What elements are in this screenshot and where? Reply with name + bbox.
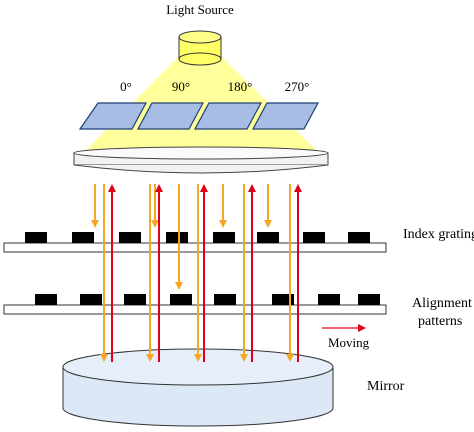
angle-label-270: 270° [285, 79, 310, 94]
angle-label-0: 0° [120, 79, 132, 94]
moving-label: Moving [328, 335, 370, 350]
angle-label-90: 90° [172, 79, 190, 94]
mirror-icon [62, 348, 334, 427]
polarizer-plate-icon [251, 102, 320, 130]
grating-bar [166, 232, 188, 243]
alignment-bar [80, 294, 102, 305]
alignment-label: Alignment [412, 296, 472, 311]
grating-bar [72, 232, 94, 243]
mirror-label: Mirror [367, 379, 405, 394]
grating-bar [119, 232, 141, 243]
alignment-bar [124, 294, 146, 305]
alignment-bar [318, 294, 340, 305]
index-gratings-label: Index gratings [403, 227, 474, 242]
alignment-bar [170, 294, 192, 305]
alignment-pattern-plate [3, 294, 387, 315]
grating-bar [25, 232, 47, 243]
alignment-bar [358, 294, 380, 305]
alignment-bar [35, 294, 57, 305]
grating-bar [213, 232, 235, 243]
light-source-icon [178, 30, 222, 66]
polarizer-plates [78, 102, 320, 130]
polarizer-plate-icon [193, 102, 263, 130]
alignment-bar [214, 294, 236, 305]
angle-label-180: 180° [228, 79, 253, 94]
light-source-label: Light Source [166, 2, 234, 17]
incident-light-arrows [91, 184, 294, 362]
polarizer-plate-icon [78, 102, 148, 130]
collimating-lens-icon [73, 146, 329, 174]
grating-bar [257, 232, 279, 243]
grating-bar [303, 232, 325, 243]
patterns-label: patterns [418, 314, 462, 329]
index-grating-plate [3, 232, 387, 253]
grating-bar [348, 232, 370, 243]
polarizer-plate-icon [136, 102, 205, 130]
reflected-light-arrows [108, 184, 302, 362]
alignment-bar [272, 294, 294, 305]
